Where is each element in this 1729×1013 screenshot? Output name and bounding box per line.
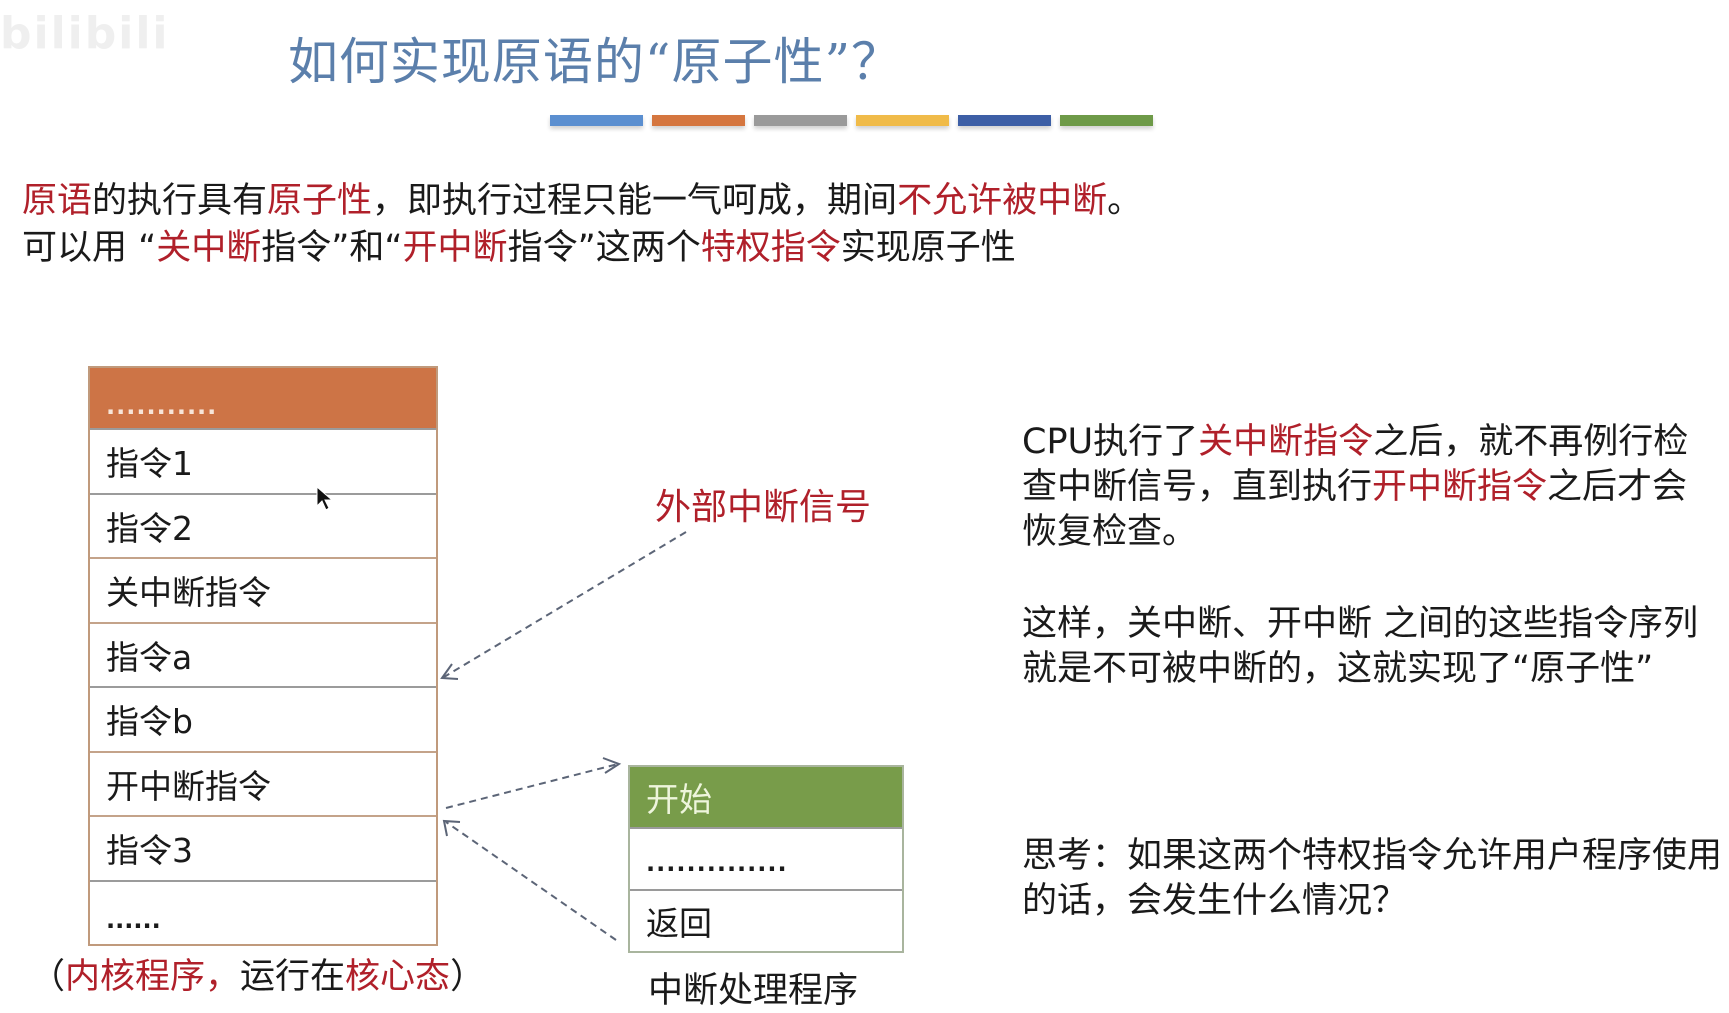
stack-row: 指令b [90,686,436,751]
kernel-stack-caption: （内核程序，运行在核心态） [30,948,485,999]
interrupt-handler-box: 开始 .............. 返回 [628,765,904,953]
intro-paragraph: 原语的执行具有原子性，即执行过程只能一气呵成，期间不允许被中断。 可以用 “关中… [22,178,1142,272]
mouse-cursor-icon [316,486,334,511]
kernel-instruction-stack: ........... 指令1 指令2 关中断指令 指令a 指令b 开中断指令 … [88,366,438,946]
title-color-bars [550,115,1153,126]
text-span: 不允许被中断 [897,181,1108,221]
handler-start: 开始 [630,767,902,827]
text-span: 开中断指令 [1372,467,1548,507]
text-span: 可以用 “ [22,228,157,268]
watermark-logo: bilibili [0,8,170,59]
note-cpu-behavior: CPU执行了关中断指令之后，就不再例行检查中断信号，直到执行开中断指令之后才会恢… [1022,420,1722,555]
text-span: 特权指令 [700,228,841,268]
text-span: 运行在 [240,957,346,997]
color-bar [754,115,847,126]
stack-header: ........... [90,368,436,428]
text-span: （ [30,957,66,997]
color-bar [958,115,1051,126]
interrupt-handler-caption: 中断处理程序 [648,971,859,1011]
text-span: CPU执行了 [1022,422,1199,462]
stack-row: 开中断指令 [90,750,436,815]
color-bar [652,115,745,126]
note-thinking-question: 思考：如果这两个特权指令允许用户程序使用的话，会发生什么情况？ [1022,836,1723,921]
stack-row: 指令a [90,621,436,686]
text-span: 。 [1107,181,1143,221]
handler-body: .............. [630,827,902,889]
note-atomicity: 这样，关中断、开中断 之间的这些指令序列就是不可被中断的，这就实现了“原子性” [1022,604,1699,689]
color-bar [856,115,949,126]
text-span: 关中断指令 [1198,422,1374,462]
external-interrupt-label: 外部中断信号 [655,487,872,528]
text-span: 内核程序， [65,957,241,997]
color-bar [550,115,643,126]
stack-row: ...... [90,879,436,944]
text-span: ） [450,957,486,997]
text-span: ，即执行过程只能一气呵成，期间 [372,181,898,221]
text-span: 实现原子性 [840,228,1016,268]
handler-return: 返回 [630,889,902,951]
stack-row: 指令3 [90,815,436,880]
text-span: 原子性 [267,181,373,221]
text-span: 关中断 [156,228,262,268]
text-span: 原语 [22,181,93,221]
intro-line-2: 可以用 “关中断指令”和“开中断指令”这两个特权指令实现原子性 [22,225,1142,272]
text-span: 的执行具有 [92,181,268,221]
stack-row: 指令2 [90,492,436,557]
text-span: 之后才会恢复检查。 [1022,467,1688,552]
stack-row: 指令1 [90,428,436,493]
text-span: 之后，就不再例行检查中断信号，直到执行 [1022,422,1689,507]
intro-line-1: 原语的执行具有原子性，即执行过程只能一气呵成，期间不允许被中断。 [22,178,1142,225]
color-bar [1060,115,1153,126]
text-span: 指令”这两个 [507,228,701,268]
text-span: 指令”和“ [261,228,403,268]
text-span: 核心态 [345,957,451,997]
slide-title: 如何实现原语的“原子性”？ [287,33,903,91]
text-span: 开中断 [402,228,508,268]
stack-row: 关中断指令 [90,557,436,622]
